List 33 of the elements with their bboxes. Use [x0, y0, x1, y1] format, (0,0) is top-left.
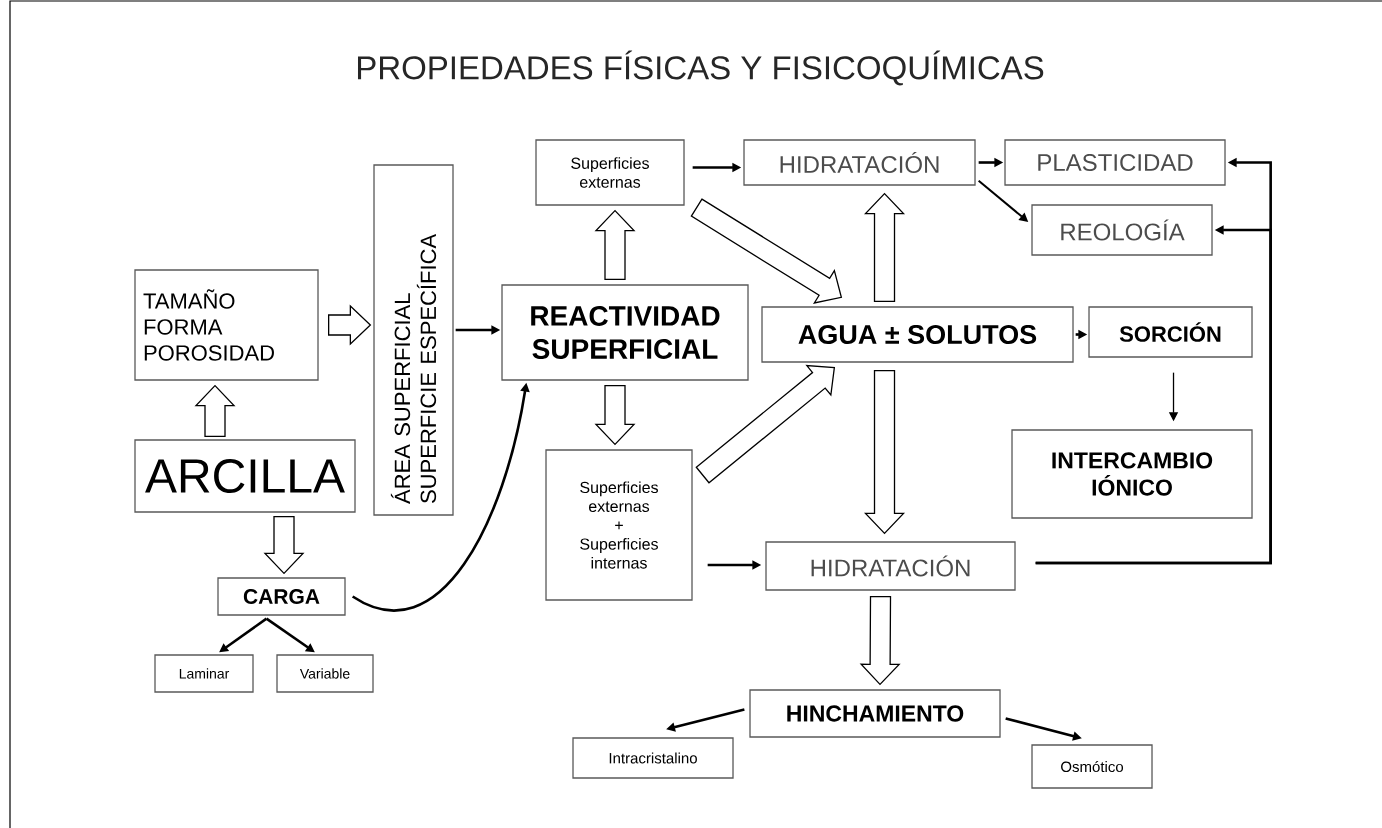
block-arrow: [864, 370, 906, 535]
block-arrow: [594, 385, 636, 446]
block-arrow: [859, 595, 901, 686]
concept-box: Variable: [276, 654, 374, 693]
concept-box: ÁREA SUPERFICIAL SUPERFICIE ESPECÍFICA: [373, 164, 454, 516]
concept-box: HIDRATACIÓN: [765, 541, 1016, 591]
concept-box: CARGA: [217, 577, 346, 616]
concept-box: REACTIVIDAD SUPERFICIAL: [501, 284, 749, 381]
block-arrow: [864, 192, 906, 302]
concept-box: TAMAÑO FORMA POROSIDAD: [134, 269, 319, 381]
concept-box: Intracristalino: [572, 737, 734, 779]
concept-box: Osmótico: [1031, 744, 1153, 789]
diagram-title: PROPIEDADES FÍSICAS Y FISICOQUÍMICAS: [358, 50, 1044, 86]
concept-box: AGUA ± SOLUTOS: [761, 306, 1074, 363]
block-arrow: [690, 198, 843, 304]
concept-box: INTERCAMBIO IÓNICO: [1011, 429, 1253, 519]
arrow: [219, 617, 268, 653]
concept-box: HINCHAMIENTO: [749, 689, 1001, 738]
block-arrow: [328, 304, 372, 346]
concept-box: Superficies externas: [535, 139, 685, 206]
arrow: [265, 617, 315, 653]
concept-box: Superficies externas + Superficies internas: [545, 449, 693, 601]
block-arrow: [594, 209, 636, 280]
concept-box: REOLOGÍA: [1031, 204, 1213, 256]
block-arrow: [695, 364, 836, 484]
elbow-arrow: [1035, 225, 1272, 565]
concept-box: PLASTICIDAD: [1004, 139, 1226, 186]
block-arrow: [263, 516, 305, 575]
block-arrow: [194, 384, 236, 437]
concept-box: HIDRATACIÓN: [743, 139, 976, 186]
concept-box: ARCILLA: [134, 439, 356, 513]
concept-box: SORCIÓN: [1088, 306, 1253, 358]
concept-box: Laminar: [154, 654, 254, 693]
